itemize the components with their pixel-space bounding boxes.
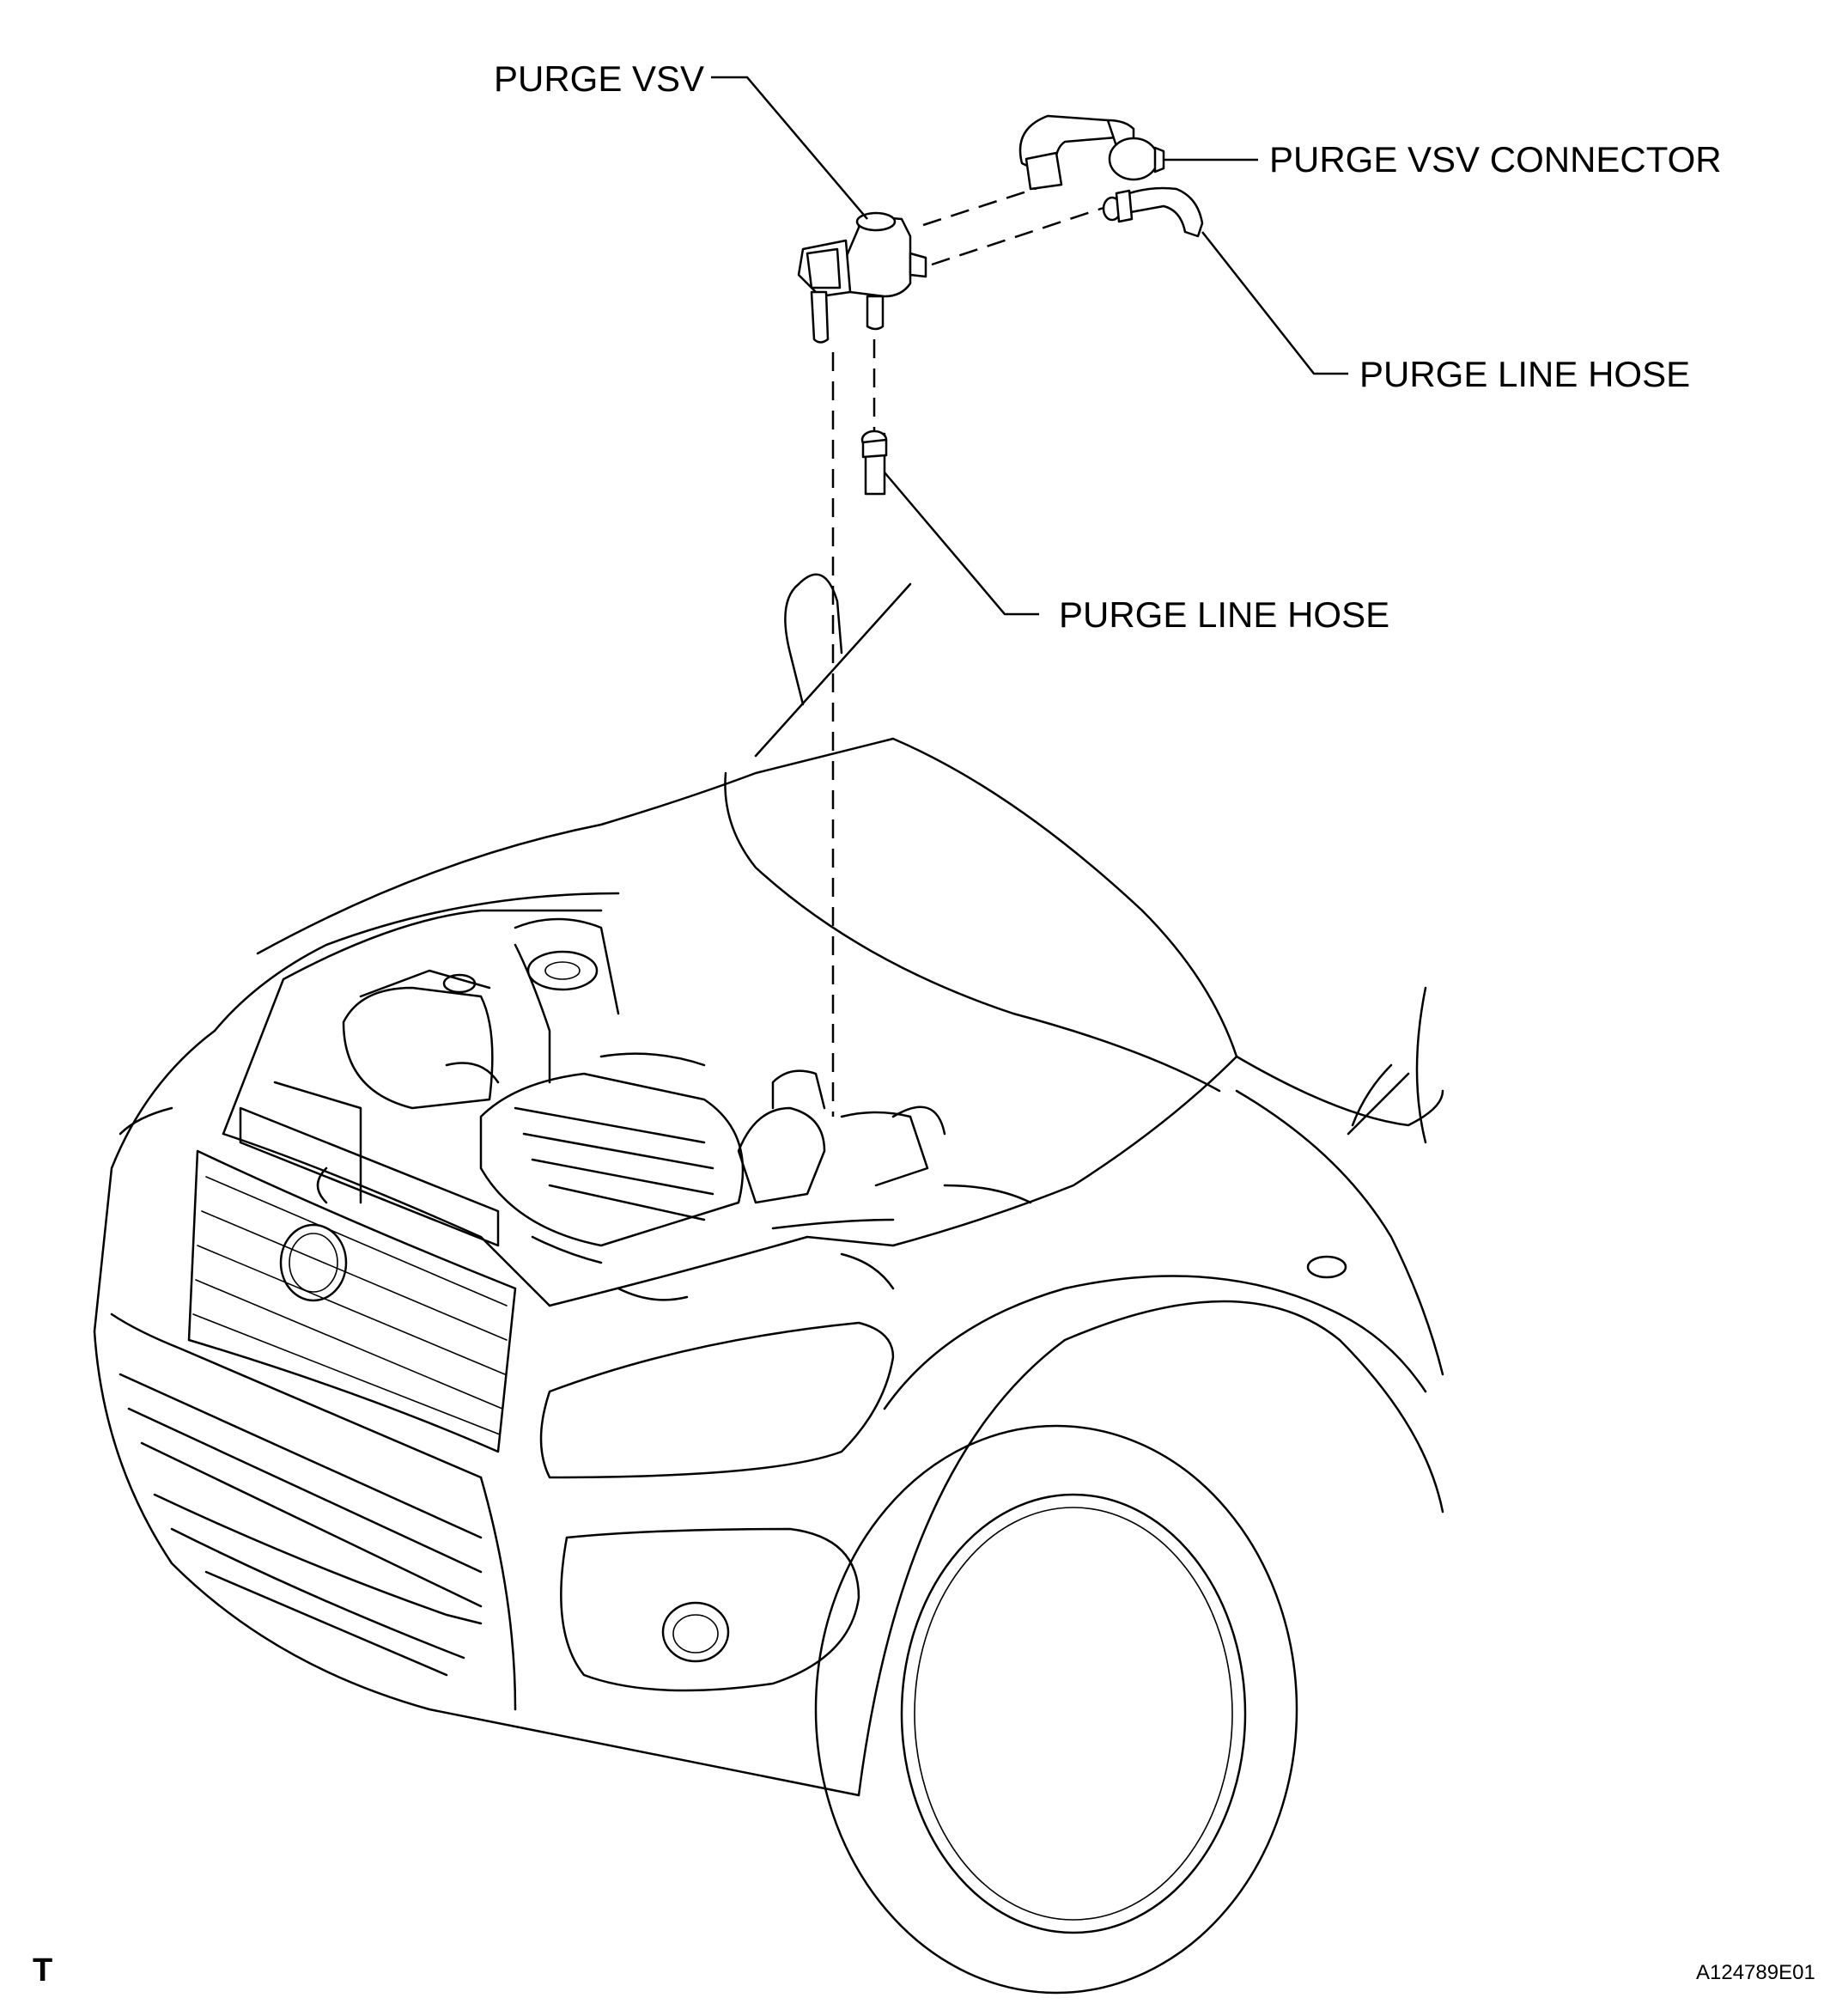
purge-vsv-connector-part [1018,114,1165,191]
corner-mark: T [33,1952,53,1989]
vehicle-body [93,573,1444,1995]
purge-line-hose-upper-part [1102,186,1204,238]
leader-lines [711,76,1348,616]
explode-lines [831,183,1104,1117]
label-purge-vsv-connector: PURGE VSV CONNECTOR [1269,139,1722,180]
purge-line-hose-lower-part [860,429,888,496]
leader-purge-vsv [711,76,868,220]
label-purge-line-hose-upper: PURGE LINE HOSE [1359,354,1691,394]
engine-bay [222,909,1032,1307]
label-purge-line-hose-lower: PURGE LINE HOSE [1059,594,1390,635]
leader-purge-line-hose-upper [1201,231,1348,375]
purge-vsv-part [797,211,927,344]
leader-purge-line-hose-lower [884,472,1039,616]
figure-id: A124789E01 [1696,1961,1815,1984]
label-purge-vsv: PURGE VSV [494,58,705,99]
